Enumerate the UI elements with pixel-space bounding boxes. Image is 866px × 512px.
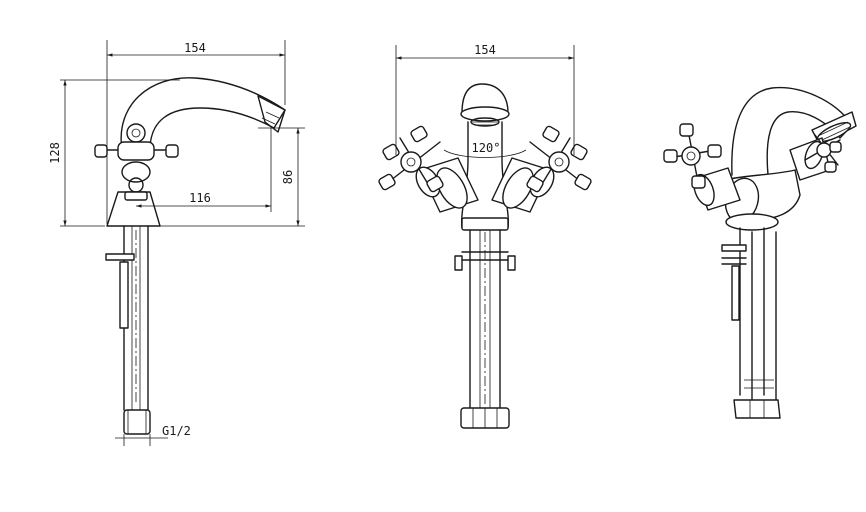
angle-label: 120° <box>472 141 501 155</box>
side-height-label: 128 <box>48 142 62 164</box>
front-width-label: 154 <box>474 43 496 57</box>
side-width-label: 154 <box>184 41 206 55</box>
perspective-view <box>663 86 857 419</box>
reach-label: 116 <box>189 191 211 205</box>
spout-height-label: 86 <box>281 170 295 184</box>
side-view <box>60 40 305 446</box>
thread-label: G1/2 <box>162 424 191 438</box>
front-view <box>378 45 592 429</box>
